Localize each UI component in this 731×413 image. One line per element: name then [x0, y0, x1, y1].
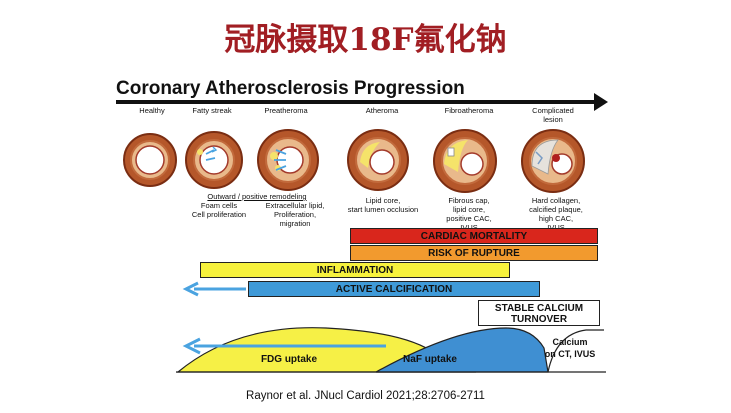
desc-hard-collagen: Hard collagen, calcified plaque, high CA… [529, 196, 583, 232]
stage-label-preatheroma: Preatheroma [264, 106, 308, 115]
slide-title: 冠脉摄取18F氟化钠 [224, 22, 507, 58]
vessel-preatheroma-icon [257, 129, 319, 191]
diagram-panel: Coronary Atherosclerosis Progression Hea… [108, 74, 608, 380]
bar-inflammation: INFLAMMATION [200, 262, 510, 278]
citation: Raynor et al. JNucl Cardiol 2021;28:2706… [246, 390, 485, 402]
bar-risk-of-rupture: RISK OF RUPTURE [350, 245, 598, 261]
diagram-title: Coronary Atherosclerosis Progression [116, 78, 465, 99]
vessel-complicated-lesion-icon [521, 129, 585, 193]
desc-lipid-core: Lipid core, start lumen occlusion [347, 196, 419, 214]
stage-label-healthy: Healthy [139, 106, 165, 115]
progression-arrow-line [116, 100, 596, 104]
vessel-healthy-icon [123, 133, 177, 187]
stage-label-atheroma: Atheroma [365, 106, 399, 115]
bar-stable-calcium-turnover: STABLE CALCIUM TURNOVER [478, 300, 600, 326]
desc-remodeling: Outward / positive remodeling [207, 192, 307, 201]
bar-active-calcification: ACTIVE CALCIFICATION [248, 281, 540, 297]
label-fdg-uptake: FDG uptake [260, 354, 318, 365]
vessel-fatty-streak-icon [185, 131, 243, 189]
uptake-curves [176, 327, 606, 373]
desc-fibrous-cap: Fibrous cap, lipid core, positive CAC, I… [446, 196, 492, 232]
vessel-atheroma-icon [347, 129, 409, 191]
vessel-fibroatheroma-icon [433, 129, 497, 193]
stage-label-fatty-streak: Fatty streak [192, 106, 232, 115]
stage-label-fibroatheroma: Fibroatheroma [444, 106, 494, 115]
desc-extracellular: Extracellular lipid, Proliferation, migr… [265, 201, 325, 228]
naf-uptake-area [375, 327, 549, 373]
active-calcification-arrow-icon [182, 281, 246, 297]
bar-cardiac-mortality: CARDIAC MORTALITY [350, 228, 598, 244]
stage-label-complicated-lesion: Complicated lesion [532, 106, 574, 124]
calcium-curve [547, 329, 604, 373]
progression-arrow-head-icon [594, 93, 608, 111]
desc-foam-cells: Foam cells Cell proliferation [191, 201, 247, 219]
label-naf-uptake: NaF uptake [403, 354, 457, 365]
label-calcium-ct-ivus: Calcium on CT, IVUS [544, 337, 596, 359]
